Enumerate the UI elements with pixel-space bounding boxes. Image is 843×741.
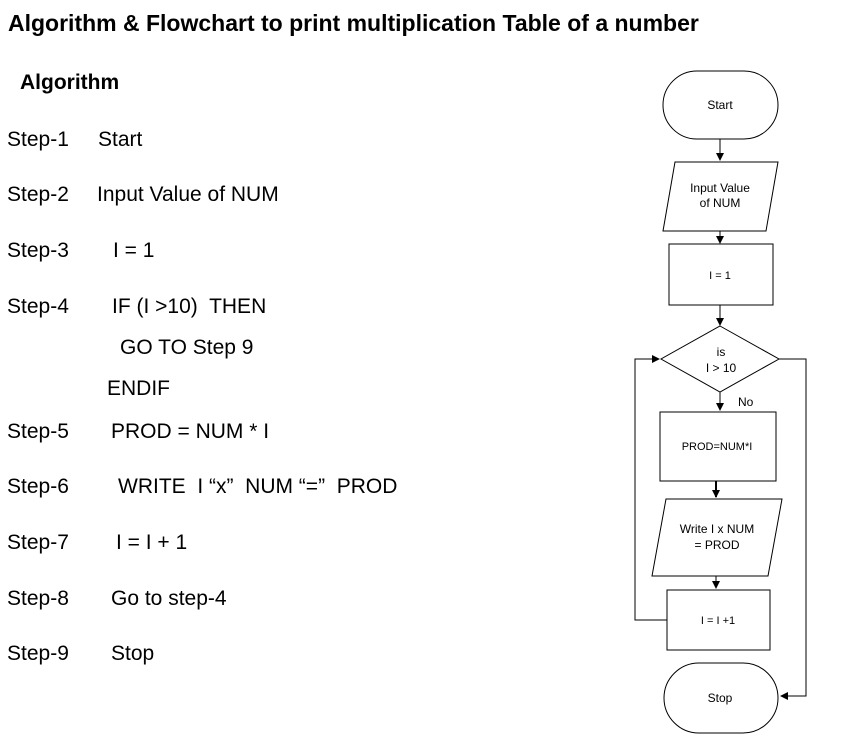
step-4-goto: GO TO Step 9 bbox=[120, 336, 254, 359]
step-number: Step-4 bbox=[7, 295, 69, 318]
step-2: Step-2 Input Value of NUM bbox=[7, 183, 279, 207]
step-5: Step-5 PROD = NUM * I bbox=[7, 420, 269, 444]
step-text: Stop bbox=[111, 642, 155, 665]
step-number: Step-9 bbox=[7, 642, 69, 665]
step-text: I = 1 bbox=[113, 239, 155, 262]
step-4: Step-4 IF (I >10) THEN bbox=[7, 295, 266, 319]
step-9: Step-9 Stop bbox=[7, 642, 154, 666]
step-text: Start bbox=[98, 128, 143, 151]
increment-process bbox=[666, 589, 771, 651]
input-label-line2: of NUM bbox=[700, 196, 741, 210]
prod-process bbox=[659, 411, 777, 482]
step-number: Step-5 bbox=[7, 420, 69, 443]
step-number: Step-6 bbox=[7, 475, 69, 498]
decision-diamond bbox=[659, 325, 781, 393]
init-label: I = 1 bbox=[709, 270, 731, 282]
step-number: Step-1 bbox=[7, 128, 69, 151]
step-number: Step-2 bbox=[7, 183, 69, 206]
output-label-line1: Write I x NUM bbox=[680, 522, 754, 536]
increment-label: I = I +1 bbox=[701, 615, 735, 627]
step-number: Step-7 bbox=[7, 531, 69, 554]
loop-back-connector bbox=[634, 355, 667, 621]
decision-label-line2: I > 10 bbox=[706, 361, 737, 375]
decision-label-line1: is bbox=[717, 345, 726, 359]
step-1: Step-1 Start bbox=[7, 128, 142, 152]
step-8: Step-8 Go to step-4 bbox=[7, 587, 227, 611]
output-parallelogram bbox=[651, 498, 783, 577]
no-label: No bbox=[738, 395, 754, 409]
step-text: WRITE I “x” NUM “=” PROD bbox=[118, 475, 398, 498]
input-parallelogram bbox=[662, 161, 779, 232]
step-text: Input Value of NUM bbox=[97, 183, 279, 206]
step-6: Step-6 WRITE I “x” NUM “=” PROD bbox=[7, 475, 397, 499]
step-text: IF (I >10) THEN bbox=[112, 295, 267, 318]
step-text: PROD = NUM * I bbox=[111, 420, 270, 443]
input-label-line1: Input Value bbox=[690, 181, 750, 195]
step-number: Step-3 bbox=[7, 239, 69, 262]
step-text: I = I + 1 bbox=[116, 531, 188, 554]
step-text: Go to step-4 bbox=[111, 587, 227, 610]
page-title: Algorithm & Flowchart to print multiplic… bbox=[8, 10, 699, 36]
algorithm-heading: Algorithm bbox=[20, 71, 120, 94]
init-process bbox=[668, 243, 774, 306]
prod-label: PROD=NUM*I bbox=[682, 441, 753, 453]
step-number: Step-8 bbox=[7, 587, 69, 610]
exit-connector bbox=[779, 358, 807, 700]
step-3: Step-3 I = 1 bbox=[7, 239, 154, 263]
stop-label: Stop bbox=[708, 691, 733, 705]
stop-terminator bbox=[663, 662, 779, 734]
start-label: Start bbox=[707, 98, 733, 112]
output-label-line2: = PROD bbox=[694, 538, 739, 552]
step-4-endif: ENDIF bbox=[107, 377, 170, 400]
step-7: Step-7 I = I + 1 bbox=[7, 531, 187, 555]
